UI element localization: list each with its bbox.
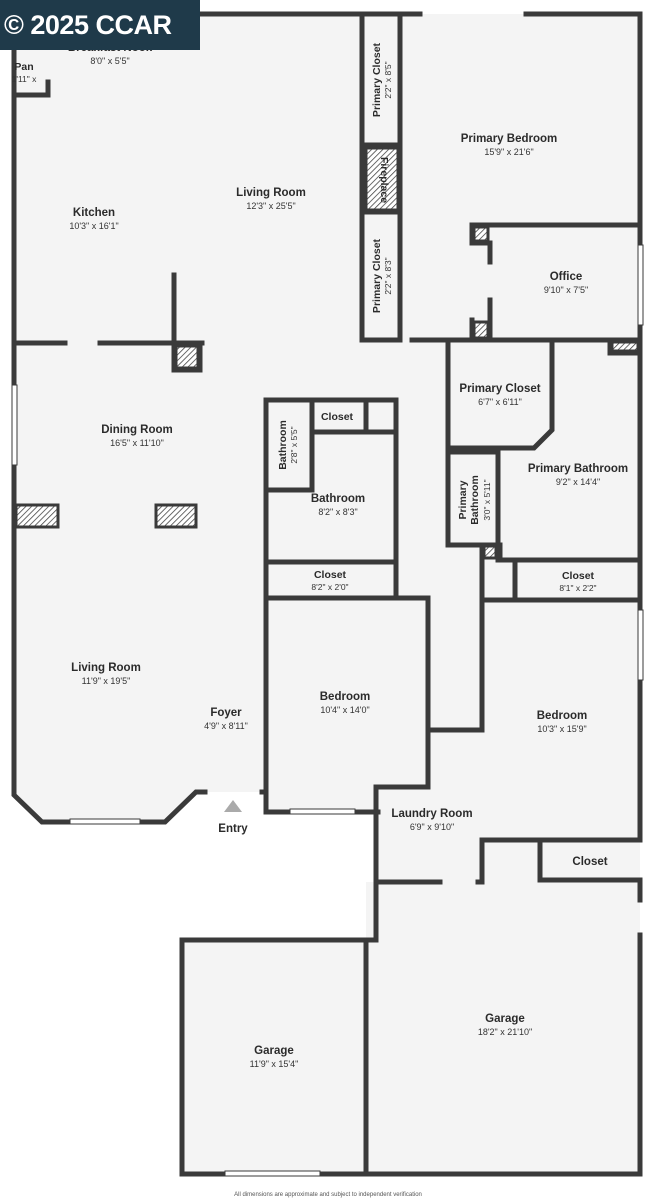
office-name: Office <box>550 271 583 283</box>
garage-right-name: Garage <box>485 1013 525 1025</box>
living-upper-name: Living Room <box>236 187 306 199</box>
primary-bath-small-dim: 3'0" x 5'11" <box>482 479 492 520</box>
column-4 <box>472 225 490 243</box>
pantry-name: Pan <box>14 61 33 73</box>
entry-name: Entry <box>218 823 248 835</box>
bedroom2-dim: 10'3" x 15'9" <box>537 724 586 734</box>
column-5 <box>472 320 490 340</box>
bathroom-dim: 8'2" x 8'3" <box>318 507 357 517</box>
office-dim: 9'10" x 7'5" <box>544 285 588 295</box>
pantry-dim: 1'11" x <box>12 74 38 84</box>
garage-left-dim: 11'9" x 15'4" <box>250 1059 299 1069</box>
bath-small-dim: 2'8" x 5'5" <box>289 426 299 463</box>
column-2 <box>14 503 60 529</box>
closet-bed2-name: Closet <box>562 570 595 582</box>
primary-closet-top-dim: 2'2" x 8'5" <box>383 61 393 98</box>
kitchen-dim: 10'3" x 16'1" <box>69 221 118 231</box>
foyer-name: Foyer <box>210 707 242 719</box>
bedroom2-name: Bedroom <box>537 710 587 722</box>
windows <box>11 244 644 1177</box>
closet-garage-name: Closet <box>572 856 607 868</box>
bathroom-name: Bathroom <box>311 493 365 505</box>
dining-name: Dining Room <box>101 424 173 436</box>
bath-small-name: Bathroom <box>277 420 289 470</box>
fireplace-block <box>364 146 400 212</box>
living-upper-dim: 12'3" x 25'5" <box>246 201 295 211</box>
entry-arrow-icon <box>224 800 242 812</box>
garage-right-dim: 18'2" x 21'10" <box>478 1027 532 1037</box>
column-3 <box>154 503 198 529</box>
column-1 <box>174 344 200 370</box>
hatched-columns <box>14 146 640 560</box>
primary-closet-top-name: Primary Closet <box>371 42 383 117</box>
breakfast-dim: 8'0" x 5'5" <box>90 56 129 66</box>
walls <box>11 11 643 1177</box>
column-6 <box>610 340 640 353</box>
watermark-text: © 2025 CCAR <box>4 9 172 40</box>
column-7 <box>482 544 498 560</box>
floor-fills <box>14 14 640 1174</box>
bedroom1-name: Bedroom <box>320 691 370 703</box>
laundry-dim: 6'9" x 9'10" <box>410 822 454 832</box>
primary-bedroom-name: Primary Bedroom <box>461 133 558 145</box>
closet-hall-name: Closet <box>321 411 354 423</box>
living-lower-dim: 11'9" x 19'5" <box>82 676 131 686</box>
garage-left-name: Garage <box>254 1045 294 1057</box>
watermark: © 2025 CCAR <box>0 0 200 50</box>
laundry-name: Laundry Room <box>391 808 472 820</box>
primary-bathroom-dim: 9'2" x 14'4" <box>556 477 600 487</box>
footer-disclaimer: All dimensions are approximate and subje… <box>234 1192 422 1198</box>
primary-bathroom-name: Primary Bathroom <box>528 463 628 475</box>
closet-bed1-name: Closet <box>314 569 347 581</box>
kitchen-name: Kitchen <box>73 207 115 219</box>
closet-bed1-dim: 8'2" x 2'0" <box>311 582 348 592</box>
primary-walkin-dim: 6'7" x 6'11" <box>478 397 522 407</box>
bedroom1-dim: 10'4" x 14'0" <box>320 705 369 715</box>
living-lower-name: Living Room <box>71 662 141 674</box>
dining-dim: 16'5" x 11'10" <box>110 438 164 448</box>
primary-bath-small-name1: Primary <box>457 480 469 519</box>
fireplace-name: Fireplace <box>378 157 390 203</box>
primary-walkin-name: Primary Closet <box>459 383 540 395</box>
primary-bath-small-name2: Bathroom <box>469 475 481 525</box>
closet-bed2-dim: 8'1" x 2'2" <box>559 583 596 593</box>
primary-bedroom-dim: 15'9" x 21'6" <box>484 147 533 157</box>
primary-closet-mid-dim: 2'2" x 8'3" <box>383 257 393 294</box>
primary-closet-mid-name: Primary Closet <box>371 238 383 313</box>
foyer-dim: 4'9" x 8'11" <box>204 721 248 731</box>
